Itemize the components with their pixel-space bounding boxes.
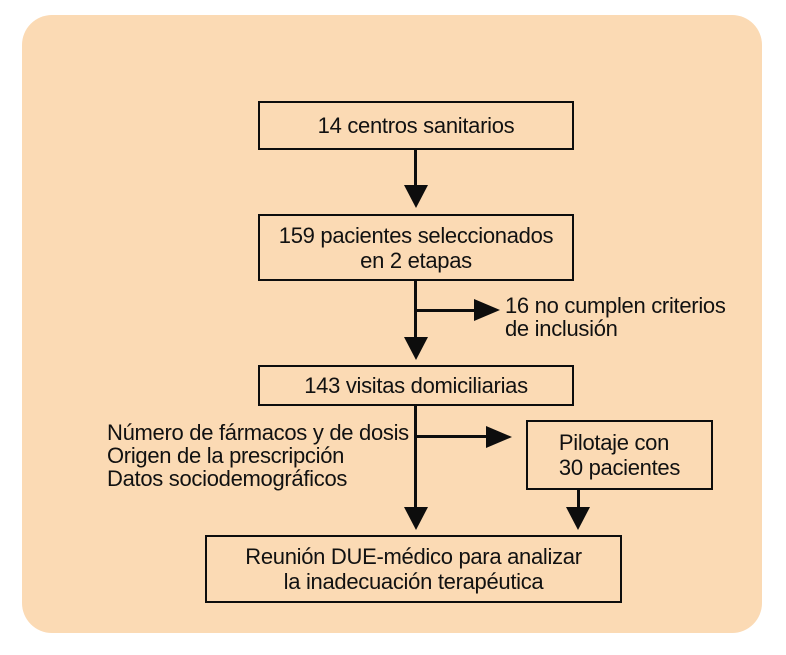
node-pacientes-seleccionados: 159 pacientes seleccionados en 2 etapas xyxy=(258,214,574,281)
label-variables-line3: Datos sociodemográficos xyxy=(107,466,348,491)
label-variables: Número de fármacos y de dosis Origen de … xyxy=(107,421,409,490)
node-pilotaje-text: Pilotaje con 30 pacientes xyxy=(559,430,680,480)
arrow-centros-to-pacientes-line xyxy=(414,150,417,185)
branch-pilotaje-line xyxy=(416,435,486,438)
node-pilotaje-text-line1: Pilotaje con xyxy=(558,430,670,455)
node-centros-sanitarios: 14 centros sanitarios xyxy=(258,101,574,150)
arrowhead-down-icon xyxy=(404,507,428,530)
node-reunion: Reunión DUE-médico para analizar la inad… xyxy=(205,535,622,603)
node-pacientes-text-line1: 159 pacientes seleccionados xyxy=(278,222,554,248)
node-reunion-text-line2: la inadecuación terapéutica xyxy=(283,569,544,594)
arrow-pilotaje-to-reunion-line xyxy=(577,490,580,509)
node-pilotaje-text-line2: 30 pacientes xyxy=(558,455,681,480)
flowchart-panel: 14 centros sanitarios 159 pacientes sele… xyxy=(22,15,762,633)
label-exclusion-line1: 16 no cumplen criterios xyxy=(505,293,726,318)
node-centros-text: 14 centros sanitarios xyxy=(317,113,515,138)
node-pilotaje: Pilotaje con 30 pacientes xyxy=(526,420,713,490)
arrow-visitas-to-reunion-line xyxy=(414,406,417,507)
node-visitas-domiciliarias: 143 visitas domiciliarias xyxy=(258,365,574,406)
node-visitas-text: 143 visitas domiciliarias xyxy=(304,373,528,398)
node-pacientes-text-line2: en 2 etapas xyxy=(360,247,472,273)
arrowhead-right-icon xyxy=(474,299,500,321)
arrowhead-down-icon xyxy=(566,507,590,530)
branch-exclusion-line xyxy=(416,309,474,312)
node-reunion-text-line1: Reunión DUE-médico para analizar xyxy=(245,544,582,569)
arrowhead-right-icon xyxy=(486,426,512,448)
label-exclusion-line2: de inclusión xyxy=(505,316,618,341)
label-variables-line2: Origen de la prescripción xyxy=(107,443,345,468)
arrowhead-down-icon xyxy=(404,337,428,360)
label-variables-line1: Número de fármacos y de dosis xyxy=(107,420,409,445)
label-exclusion: 16 no cumplen criterios de inclusión xyxy=(505,294,726,340)
arrowhead-down-icon xyxy=(404,185,428,208)
arrow-pacientes-to-visitas-line xyxy=(414,281,417,339)
